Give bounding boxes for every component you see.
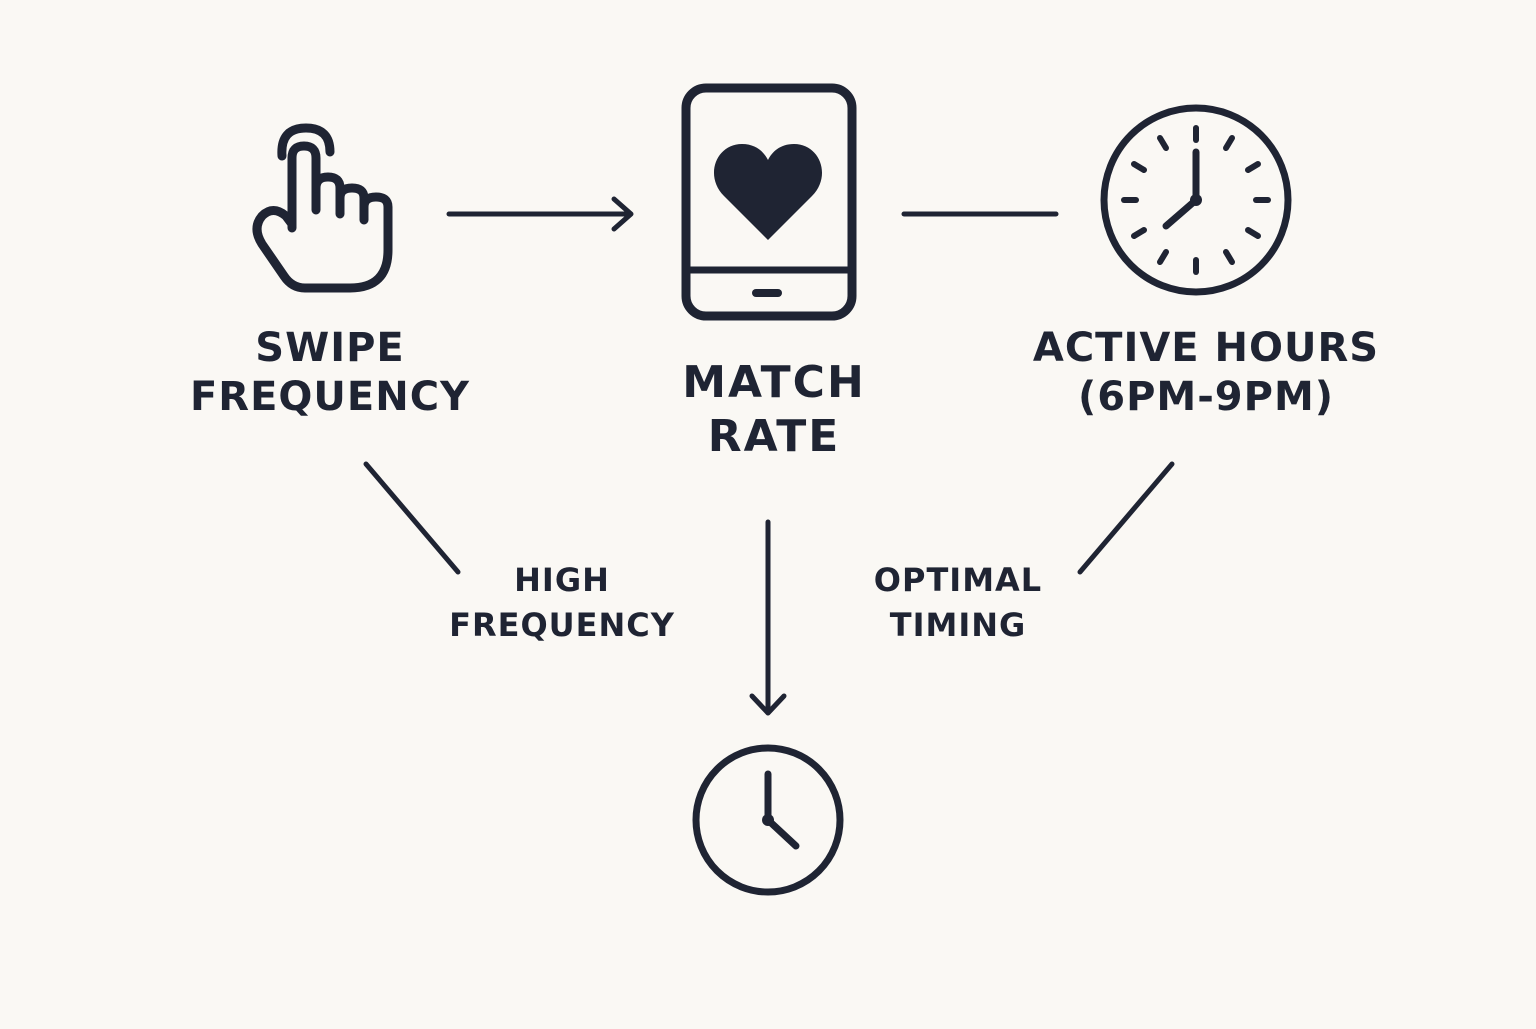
edge-line-active-to-optimal [1077, 461, 1175, 575]
optimal-label-line1: OPTIMAL [873, 561, 1043, 599]
high-frequency-label: HIGH FREQUENCY [412, 558, 712, 648]
phone-heart-icon [681, 83, 857, 321]
edge-arrow-match-to-result [749, 519, 787, 716]
active-label-line2: (6PM-9PM) [1077, 373, 1335, 420]
match-rate-label: MATCH RATE [574, 356, 974, 463]
heart-icon [713, 144, 823, 240]
edge-arrow-swipe-to-match [446, 196, 634, 232]
result-clock-icon [692, 744, 844, 896]
match-label-line1: MATCH [682, 357, 866, 408]
optimal-label-line2: TIMING [889, 605, 1027, 644]
swipe-label-line1: SWIPE [255, 325, 405, 371]
high-label-line2: FREQUENCY [449, 605, 675, 644]
swipe-frequency-label: SWIPE FREQUENCY [130, 324, 530, 422]
pointing-hand-icon [252, 123, 393, 293]
high-label-line1: HIGH [514, 561, 610, 599]
clock-icon [1100, 104, 1292, 296]
active-label-line1: ACTIVE HOURS [1032, 325, 1380, 371]
edge-line-swipe-to-high [363, 461, 461, 575]
optimal-timing-label: OPTIMAL TIMING [808, 558, 1108, 648]
swipe-label-line2: FREQUENCY [189, 373, 471, 420]
match-label-line2: RATE [707, 410, 841, 462]
active-hours-label: ACTIVE HOURS (6PM-9PM) [986, 324, 1426, 422]
